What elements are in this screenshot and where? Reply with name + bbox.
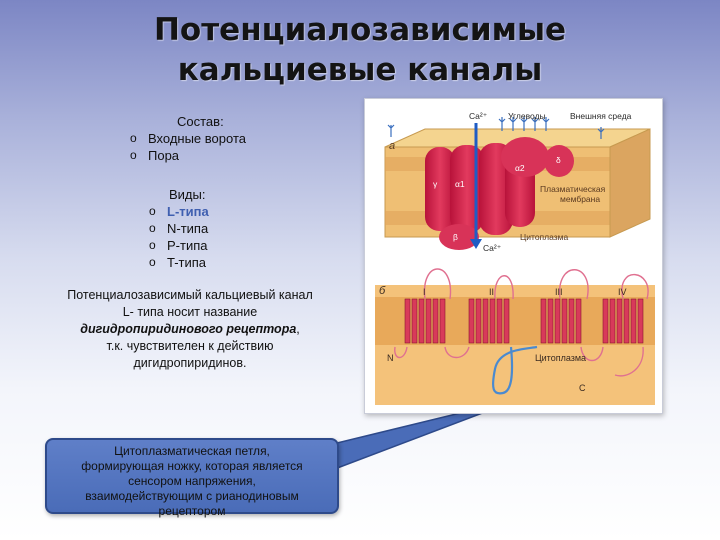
- description-line-3: дигидропиридинового рецептора,: [80, 322, 300, 336]
- description-line-2: L- типа носит название: [122, 305, 258, 319]
- plasma-membrane-label-2: мембрана: [560, 194, 600, 204]
- transmembrane-segments: [404, 298, 644, 344]
- alpha2-label: α2: [515, 163, 525, 173]
- delta-label: δ: [556, 155, 561, 165]
- delta-subunit: [544, 145, 574, 177]
- callout-text: Цитоплазматическая петля, формирующая но…: [45, 444, 339, 519]
- gamma-label: γ: [433, 179, 438, 189]
- carbohydrates-label: Углеводы: [508, 111, 546, 121]
- alpha1-left: [450, 145, 484, 233]
- type-t: T-типа: [167, 255, 207, 270]
- c-terminus-label: C: [579, 383, 586, 393]
- bullet-icon: o: [149, 204, 156, 218]
- description-paragraph: Потенциалозависимый кальциевый канал L- …: [48, 287, 332, 372]
- title-line-2: кальциевые каналы: [177, 52, 543, 88]
- list-item: o Входные ворота: [130, 130, 246, 147]
- page-title: Потенциалозависимые кальциевые каналы: [60, 10, 660, 90]
- domain-iii-label: III: [555, 287, 563, 297]
- bullet-icon: o: [130, 148, 137, 162]
- ii-iii-cytoplasmic-loop: [492, 345, 538, 395]
- panel-b-label: б: [379, 285, 386, 297]
- beta-subunit: [439, 224, 479, 250]
- composition-item-1: Входные ворота: [148, 131, 246, 146]
- description-line-1: Потенциалозависимый кальциевый канал: [67, 288, 313, 302]
- type-n: N-типа: [167, 221, 209, 236]
- composition-heading: Состав:: [177, 114, 224, 129]
- list-item: o P-типа: [149, 237, 209, 254]
- intracellular-loops: [394, 346, 644, 377]
- domain-i-label: I: [423, 287, 426, 297]
- domain-ii-label: II: [489, 287, 494, 297]
- dhp-receptor-term: дигидропиридинового рецептора: [80, 322, 297, 336]
- title-line-1: Потенциалозависимые: [153, 12, 567, 48]
- list-item: o T-типа: [149, 254, 209, 271]
- outer-environment-label: Внешняя среда: [570, 111, 632, 121]
- composition-item-2: Пора: [148, 148, 180, 163]
- description-line-5: дигидропиридинов.: [133, 356, 247, 370]
- list-item: o N-типа: [149, 220, 209, 237]
- n-terminus-label: N: [387, 353, 394, 363]
- list-item: o Пора: [130, 147, 246, 164]
- types-heading: Виды:: [169, 187, 206, 202]
- list-item: o L-типа: [149, 203, 209, 220]
- description-line-4: т.к. чувствителен к действию: [106, 339, 274, 353]
- type-l: L-типа: [167, 204, 209, 219]
- callout-line-3: сенсором напряжения,: [128, 474, 256, 488]
- gamma-subunit: [425, 147, 455, 231]
- type-p: P-типа: [167, 238, 208, 253]
- alpha2-subunit: [501, 137, 549, 177]
- cytoplasm-b-label: Цитоплазма: [535, 353, 586, 363]
- bullet-icon: o: [130, 131, 137, 145]
- panel-a-label: а: [389, 140, 395, 152]
- ca-bottom-label: Ca²⁺: [483, 243, 502, 253]
- bullet-icon: o: [149, 221, 156, 235]
- beta-label: β: [453, 232, 458, 242]
- callout-line-2: формирующая ножку, которая является: [81, 459, 303, 473]
- cytoplasm-a-label: Цитоплазма: [520, 232, 568, 242]
- channel-figure: а Ca²⁺ Углеводы Внешняя среда α2 δ γ α1 …: [364, 98, 663, 414]
- alpha1-label: α1: [455, 179, 465, 189]
- plasma-membrane-label: Плазматическая: [540, 184, 606, 194]
- callout-line-5: рецептором: [158, 504, 226, 518]
- channel-subunits: [425, 137, 574, 250]
- callout-line-4: взаимодействующим с рианодиновым: [85, 489, 299, 503]
- channel-diagram: а Ca²⁺ Углеводы Внешняя среда α2 δ γ α1 …: [375, 111, 655, 405]
- bullet-icon: o: [149, 238, 156, 252]
- callout-line-1: Цитоплазматическая петля,: [114, 444, 270, 458]
- ca-top-label: Ca²⁺: [469, 111, 488, 121]
- domain-iv-label: IV: [618, 287, 627, 297]
- calcium-flow-arrow: [470, 123, 482, 249]
- carbohydrate-chains: [387, 117, 605, 139]
- callout-box: [45, 438, 339, 514]
- bullet-icon: o: [149, 255, 156, 269]
- extracellular-loops: [423, 268, 649, 300]
